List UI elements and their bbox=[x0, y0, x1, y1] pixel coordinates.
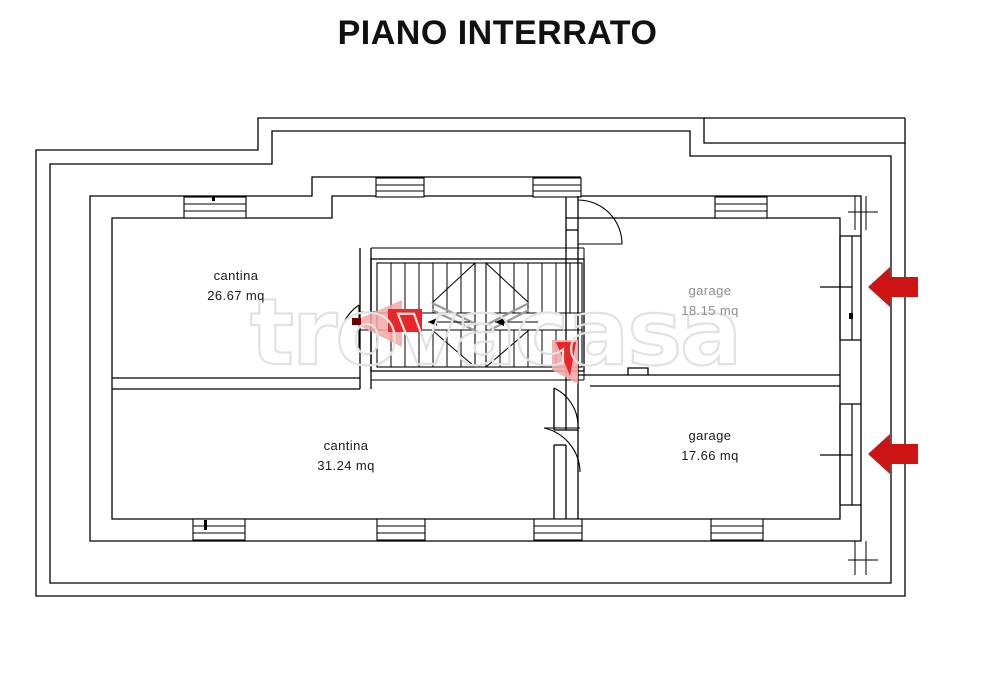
room-area: 31.24 mq bbox=[317, 458, 375, 473]
outer-perimeter-walls bbox=[35, 117, 906, 597]
room-label-garage-upper: garage 18.15 mq bbox=[645, 283, 775, 318]
door-icon bbox=[338, 304, 360, 349]
room-label-garage-lower: garage 17.66 mq bbox=[645, 428, 775, 463]
entrance-arrow-garage-upper bbox=[868, 267, 918, 307]
room-name: cantina bbox=[323, 438, 369, 453]
window-group-top bbox=[183, 177, 768, 219]
room-area: 17.66 mq bbox=[681, 448, 739, 463]
interior-partitions bbox=[112, 196, 840, 519]
page-title: PIANO INTERRATO bbox=[337, 14, 658, 52]
entrance-arrow-garage-lower bbox=[868, 434, 918, 474]
window-icon bbox=[376, 518, 426, 541]
garage-door-group bbox=[820, 196, 878, 575]
window-group-bottom bbox=[192, 518, 764, 541]
highlight-icon bbox=[552, 340, 578, 384]
room-name: cantina bbox=[213, 268, 259, 283]
room-area: 26.67 mq bbox=[207, 288, 265, 303]
room-name: garage bbox=[688, 283, 732, 298]
wall-tick-marks bbox=[848, 196, 878, 575]
window-icon bbox=[714, 196, 768, 219]
window-icon bbox=[710, 518, 764, 541]
window-icon bbox=[533, 518, 583, 541]
door-icon bbox=[543, 427, 581, 473]
left-arrow-icon bbox=[868, 267, 918, 307]
garage-door-icon bbox=[820, 403, 861, 506]
room-label-cantina-lower: cantina 31.24 mq bbox=[281, 438, 411, 473]
room-area: 18.15 mq bbox=[681, 303, 739, 318]
door-group bbox=[338, 199, 623, 473]
left-arrow-icon bbox=[868, 434, 918, 474]
window-icon bbox=[375, 177, 425, 198]
wall-detail-ticks bbox=[35, 118, 906, 596]
door-icon bbox=[553, 387, 579, 426]
garage-door-icon bbox=[820, 235, 861, 341]
window-icon bbox=[532, 177, 582, 198]
window-icon bbox=[192, 518, 246, 541]
window-icon bbox=[183, 196, 247, 219]
highlight-marks bbox=[352, 300, 578, 384]
stair-flight-left bbox=[376, 262, 479, 368]
door-icon bbox=[577, 199, 623, 245]
room-label-cantina-upper: cantina 26.67 mq bbox=[171, 268, 301, 303]
highlight-icon bbox=[352, 300, 422, 347]
room-name: garage bbox=[688, 428, 732, 443]
staircase bbox=[360, 247, 585, 381]
